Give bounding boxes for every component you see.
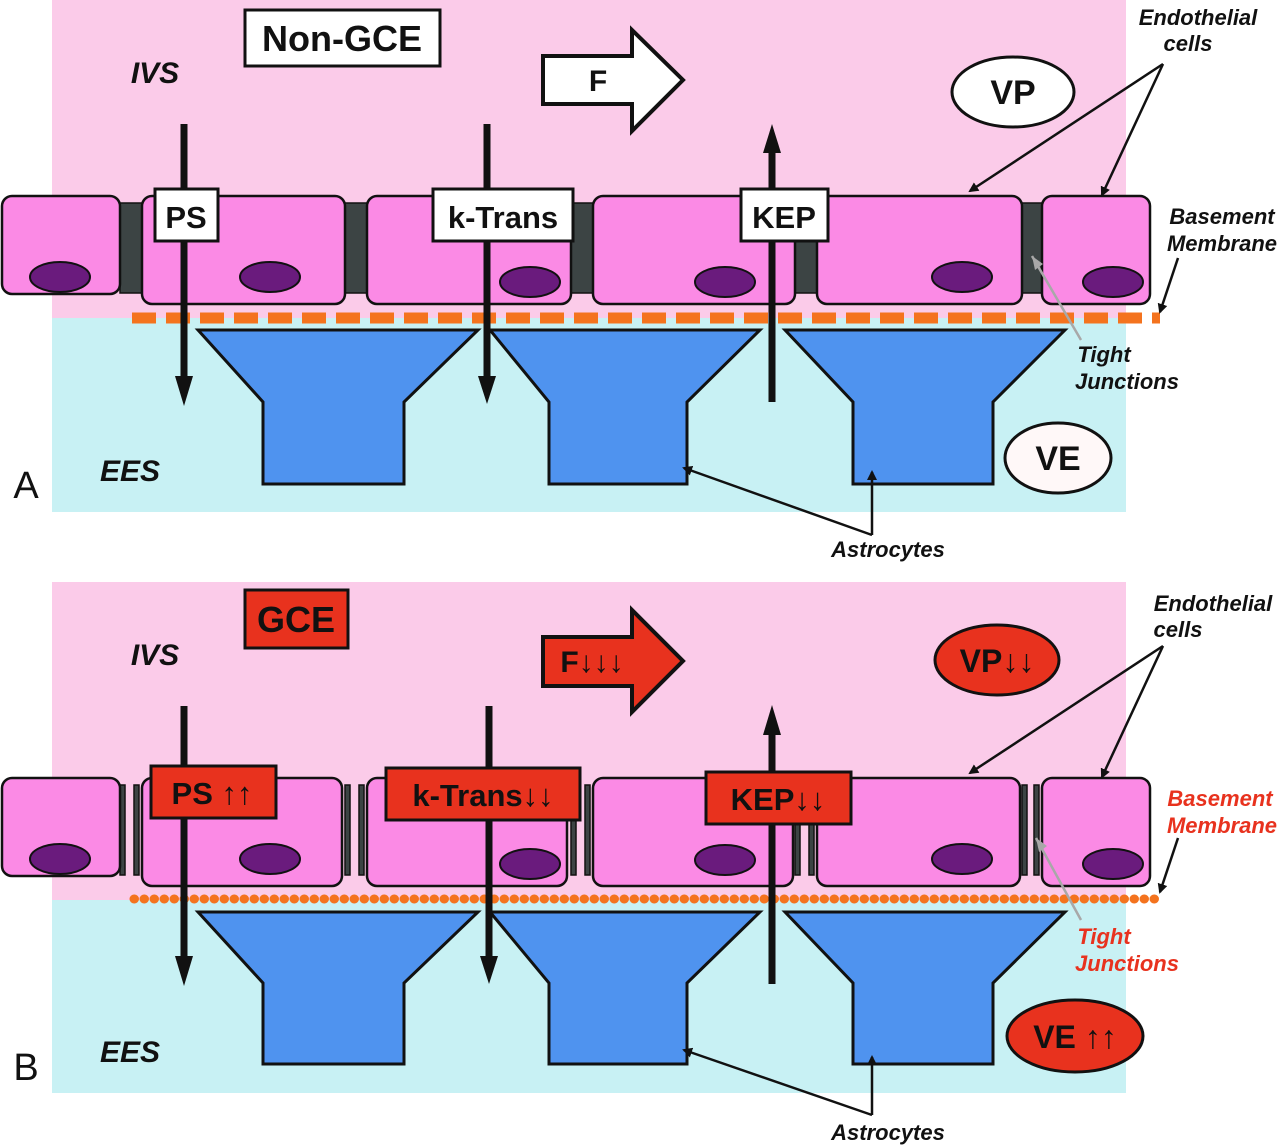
astrocytes [194,328,1069,486]
panel-b: F↓↓↓ GCE IVS EES B PS ↑↑ k-Trans↓↓ KEP↓↓… [0,582,1277,1145]
endothelial-label-line2: cells [1164,31,1213,56]
astrocytes [194,910,1069,1066]
kep-arrowhead [763,124,781,153]
ktrans-arrowhead [478,376,496,404]
tight-label-line1: Tight [1077,342,1132,367]
tight-junction-arrowhead [1032,256,1043,270]
flow-label: F [589,65,607,98]
title-box [243,8,442,68]
ivs-label: IVS [131,57,179,90]
astrocytes-label: Astrocytes [830,1120,945,1145]
astrocytes-label: Astrocytes [830,537,945,562]
tight-junction-arrowhead [1036,838,1047,852]
endothelial-label-line1: Endothelial [1154,591,1273,616]
kep-arrowhead [763,705,781,735]
tight-junctions [119,784,1040,876]
ve-label: VE [1035,440,1080,478]
tight-label-line2: Junctions [1075,369,1179,394]
panel-a: F Non-GCE IVS EES A PS k-Trans KEP VP VE… [0,0,1277,562]
ktrans-box [384,766,582,822]
vp-label: VP↓↓ [960,643,1035,679]
ktrans-arrowhead [480,956,498,984]
basement-label-line1: Basement [1169,204,1276,229]
kep-label: KEP [752,200,816,235]
panel-letter: A [13,465,39,507]
tight-junction-pointer [1034,837,1083,921]
vp-label: VP [990,74,1035,112]
ees-label: EES [100,1036,160,1069]
ps-box [149,764,278,820]
ps-label: PS [165,200,206,235]
ps-label: PS ↑↑ [172,776,253,811]
vp-ellipse [950,55,1076,129]
ktrans-label: k-Trans↓↓ [412,778,553,813]
ees-label: EES [100,455,160,488]
nuclei [29,843,1144,880]
nuclei [29,261,1144,298]
vp-ellipse [933,623,1061,697]
ve-label: VE ↑↑ [1033,1019,1117,1055]
annotation-pointers [682,62,1180,537]
kep-box [739,187,830,243]
annotation-pointers [682,644,1180,1117]
ve-ellipse [1003,421,1113,495]
basement-label-line2: Membrane [1167,231,1277,256]
panel-title: GCE [257,599,335,640]
basement-label-line1: Basement [1167,786,1274,811]
endothelial-label-line2: cells [1154,617,1203,642]
tight-junction-pointer [1030,255,1083,341]
panel-letter: B [13,1047,38,1089]
ps-arrowhead [175,376,193,406]
endothelial-label-line1: Endothelial [1139,5,1258,30]
basement-label-line2: Membrane [1167,813,1277,838]
kep-label: KEP↓↓ [731,782,826,817]
kep-box [704,770,853,826]
ktrans-label: k-Trans [448,200,558,235]
panel-title: Non-GCE [262,18,422,59]
ps-arrowhead [175,956,193,986]
tight-label-line1: Tight [1077,924,1132,949]
ktrans-box [431,187,575,243]
ps-box [153,187,220,243]
ivs-label: IVS [131,639,179,672]
ve-ellipse [1005,998,1145,1074]
tight-label-line2: Junctions [1075,951,1179,976]
flow-arrow [541,605,686,717]
title-box [243,588,350,650]
flow-arrow [541,25,686,136]
flow-label: F↓↓↓ [560,646,623,679]
